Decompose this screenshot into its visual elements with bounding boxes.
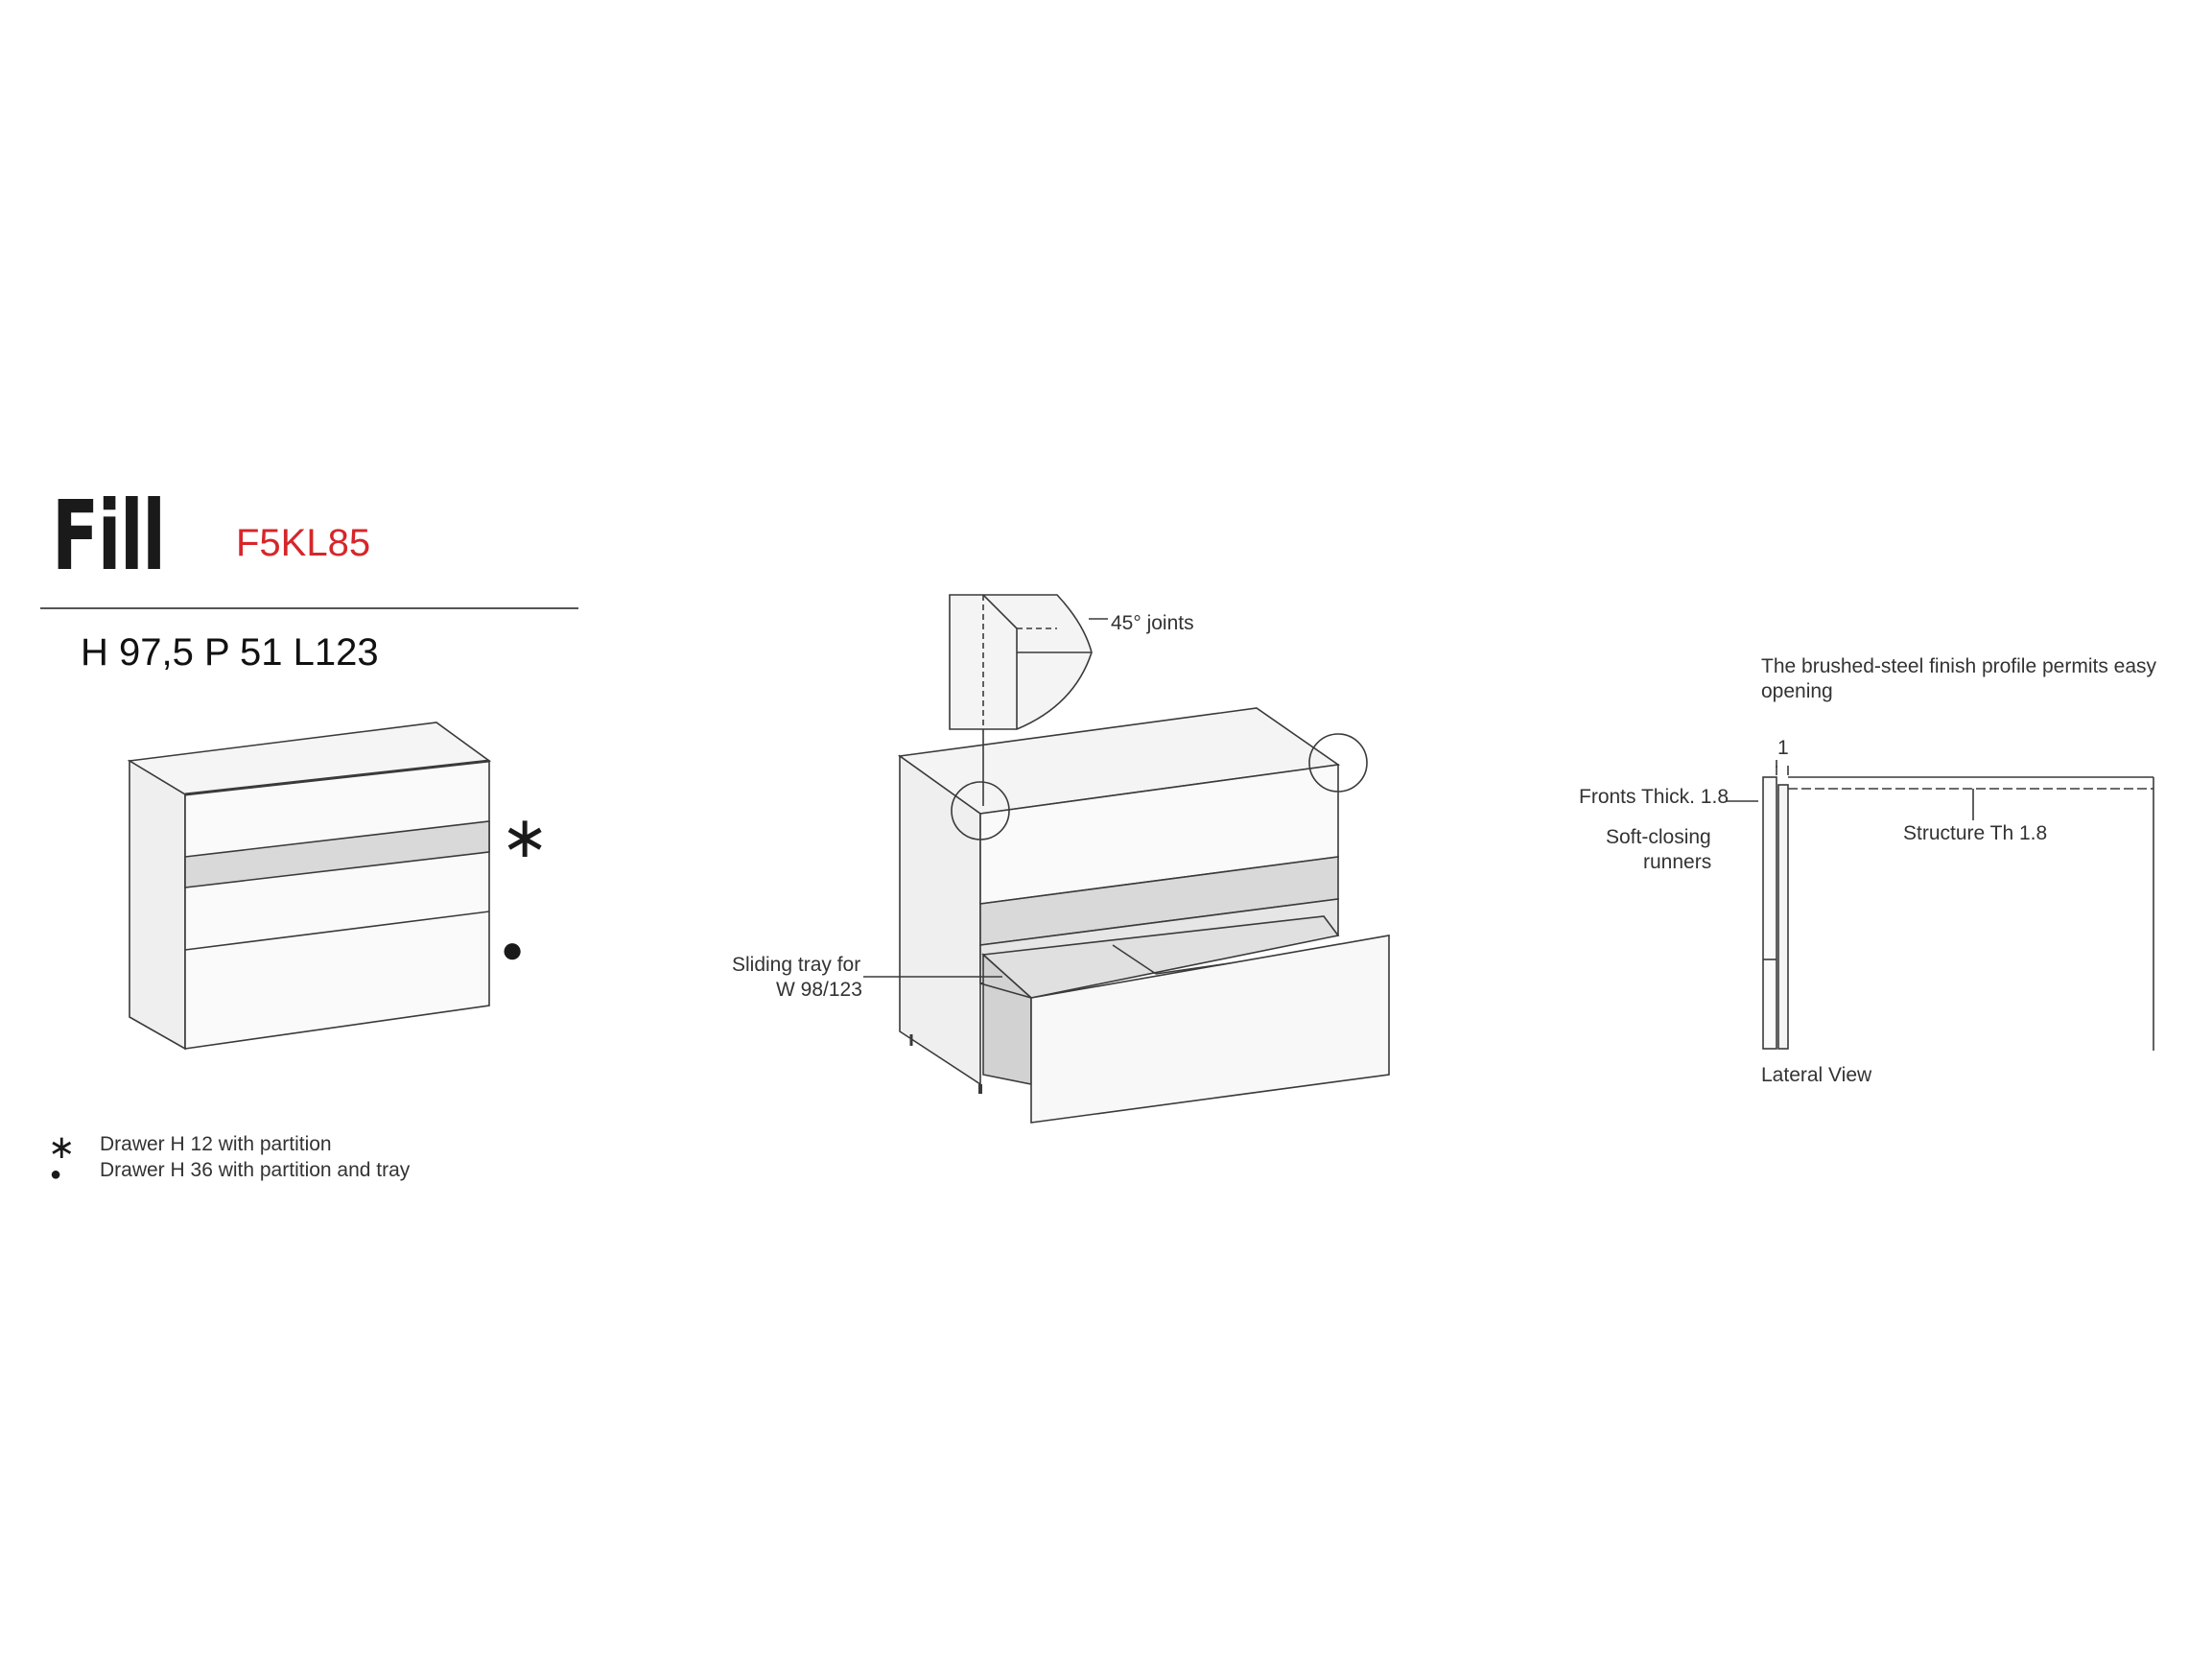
lateral-view-label: Lateral View [1761, 1064, 1872, 1086]
title-divider [40, 607, 578, 609]
cabinet-isometric-view [863, 594, 1390, 1124]
product-title: Fill [52, 480, 166, 592]
product-code: F5KL85 [236, 522, 371, 564]
profile-label-line2: opening [1761, 680, 1833, 702]
cabinet-front-view [127, 722, 492, 1051]
structure-label: Structure Th 1.8 [1903, 822, 2048, 844]
legend-item-1: Drawer H 12 with partition [100, 1133, 332, 1155]
runners-label-line1: Soft-closing [1606, 826, 1711, 848]
legend-item-2: Drawer H 36 with partition and tray [100, 1159, 411, 1181]
star-marker: ∗ [501, 805, 550, 869]
gap-dimension: 1 [1777, 737, 1789, 759]
dot-marker: ● [501, 929, 525, 971]
tray-label-line2: W 98/123 [776, 979, 862, 1001]
product-dimensions: H 97,5 P 51 L123 [81, 631, 379, 674]
runners-label-line2: runners [1643, 851, 1712, 873]
fronts-label: Fronts Thick. 1.8 [1579, 786, 1730, 808]
legend-star-icon: ∗ [48, 1129, 76, 1166]
profile-label-line1: The brushed-steel finish profile permits… [1761, 655, 2157, 677]
tray-label-line1: Sliding tray for [732, 954, 861, 976]
lateral-view-drawing [1727, 760, 2154, 1051]
legend-dot-icon: ● [50, 1164, 62, 1185]
joints-label: 45° joints [1111, 612, 1194, 634]
